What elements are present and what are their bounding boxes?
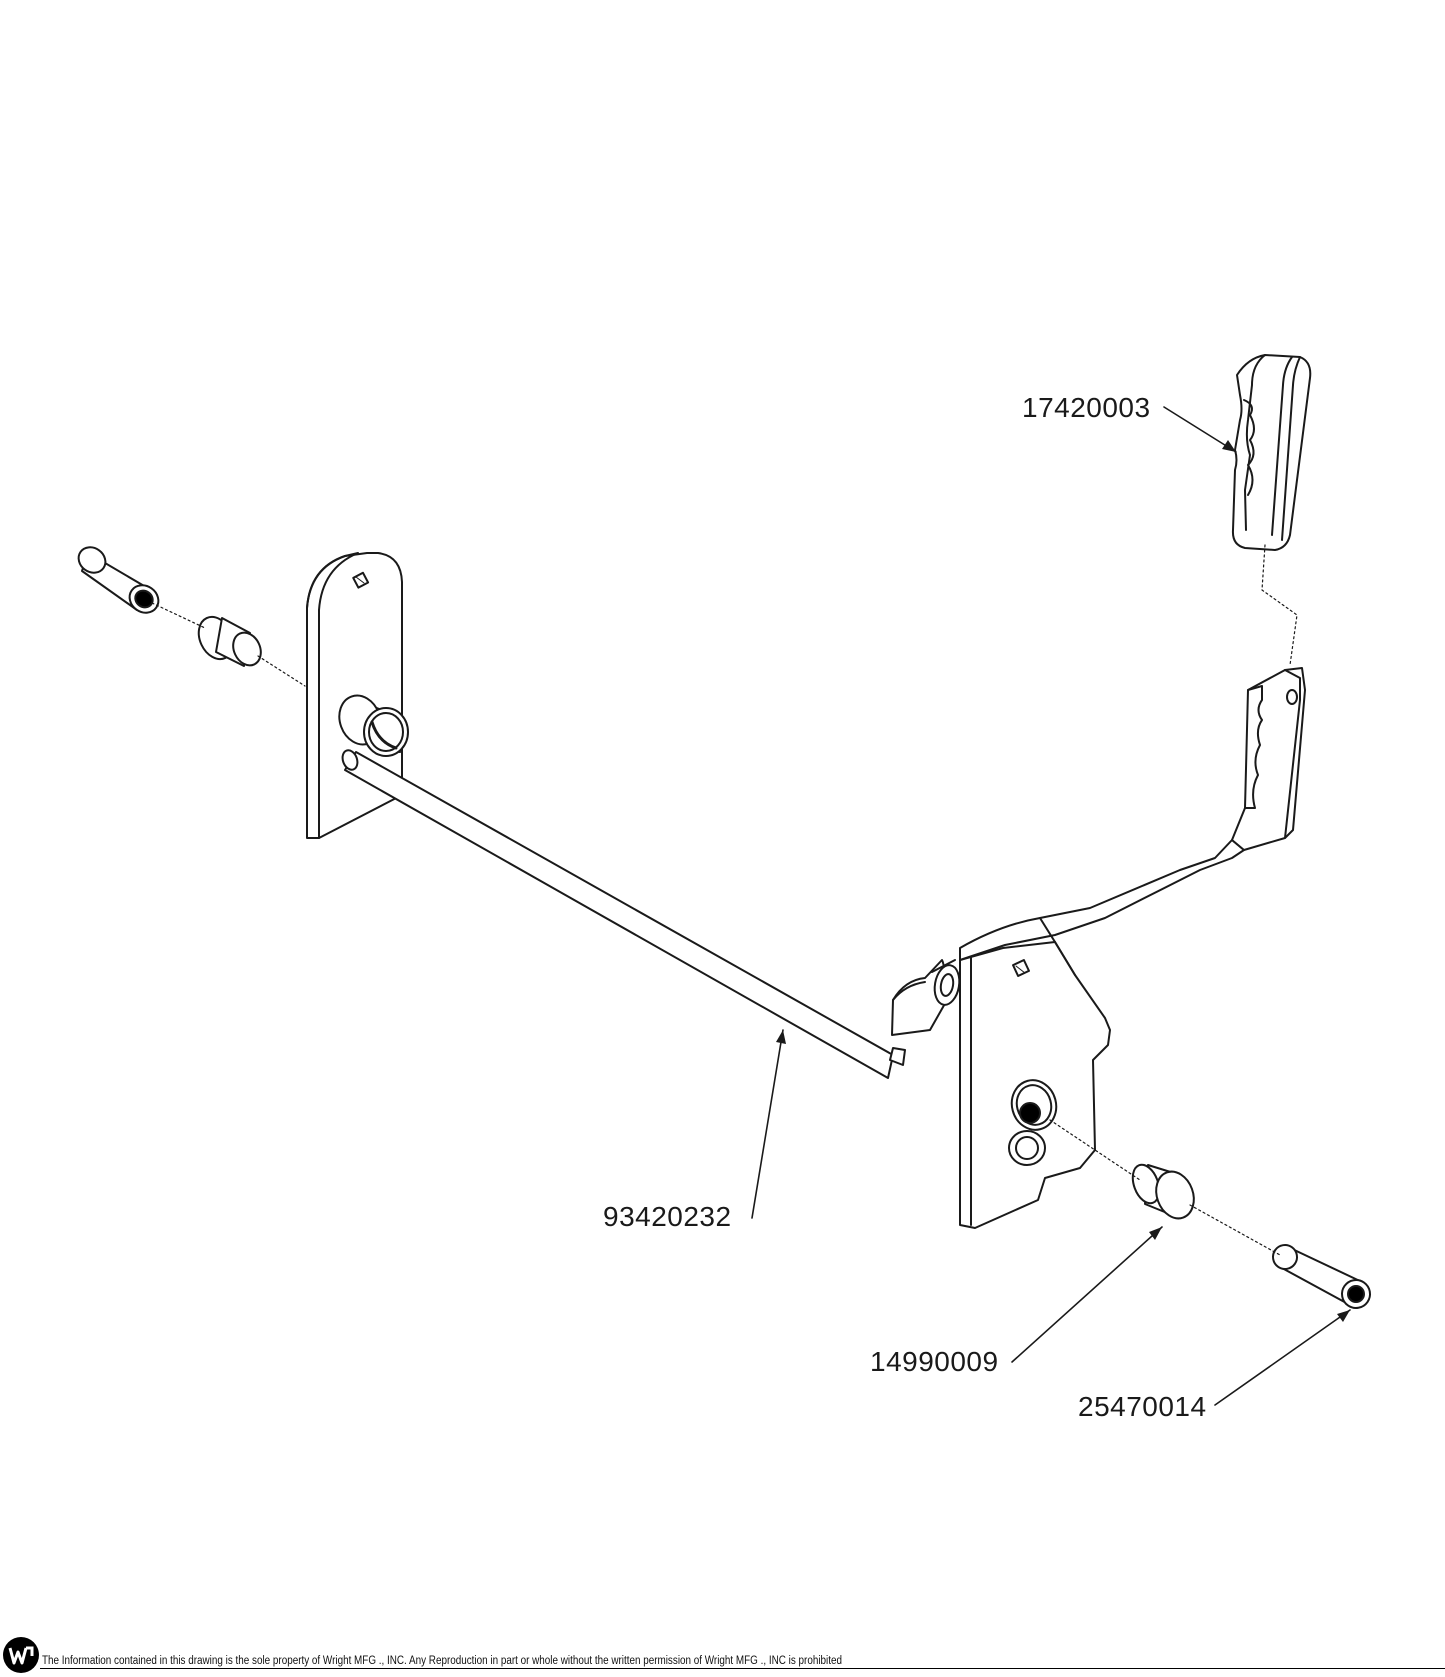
- wright-logo-icon: [3, 1637, 39, 1673]
- leader-25470014: [1214, 1309, 1351, 1406]
- leader-14990009: [1011, 1226, 1163, 1363]
- callout-label-shaft-weldment: 93420232: [603, 1201, 732, 1232]
- callout-label-handle-grip: 17420003: [1022, 392, 1151, 423]
- leader-93420232: [751, 1029, 784, 1219]
- right-pedal-plate: [889, 667, 1306, 1229]
- right-flange-bushing: [1131, 1163, 1195, 1220]
- footer-rule: [40, 1668, 1445, 1669]
- left-spacer-tube: [77, 546, 160, 614]
- callout-label-spacer-tube: 25470014: [1078, 1391, 1207, 1422]
- handle-grip: [1231, 354, 1312, 551]
- left-flange-bushing: [197, 615, 262, 667]
- ownership-disclaimer: The Information contained in this drawin…: [42, 1655, 842, 1667]
- leader-17420003: [1163, 406, 1237, 453]
- right-spacer-tube: [1272, 1244, 1371, 1309]
- left-shaft-hub: [338, 694, 409, 757]
- cross-shaft: [341, 749, 894, 1079]
- callout-label-flange-bushing: 14990009: [870, 1346, 999, 1377]
